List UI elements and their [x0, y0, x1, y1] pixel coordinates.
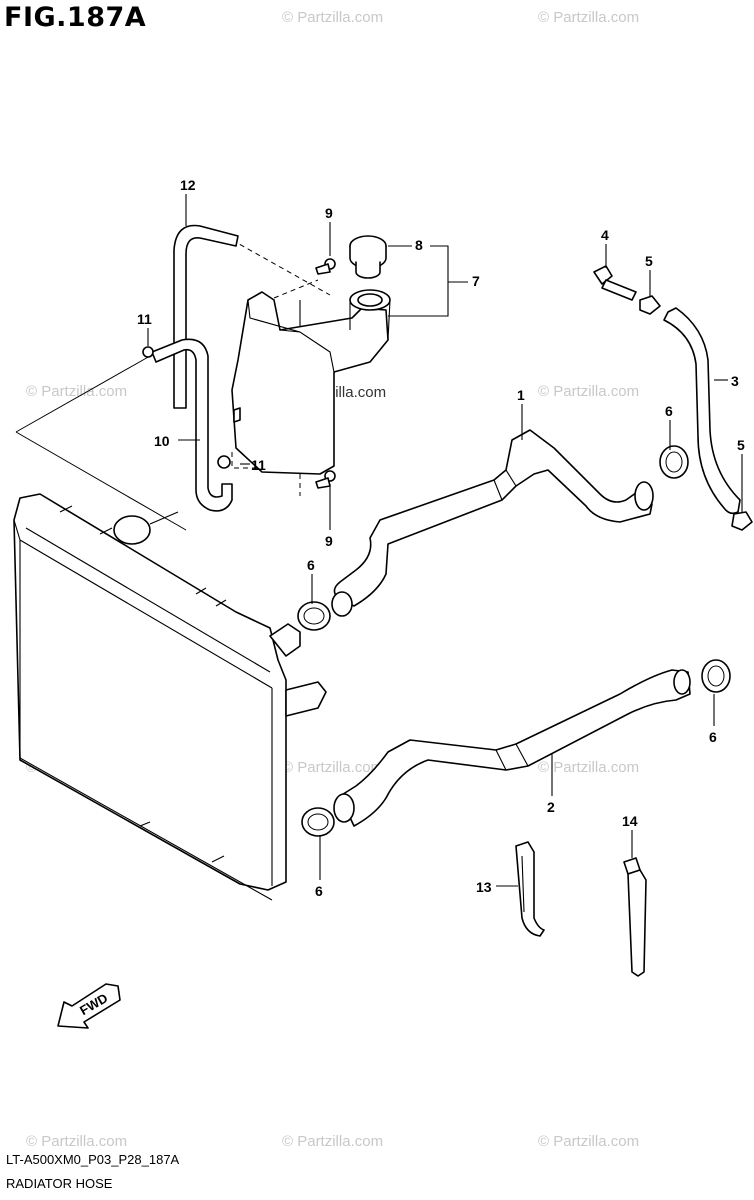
radiator [13, 493, 327, 901]
callout-7: 7 [472, 273, 480, 289]
watermark: © Partzilla.com [282, 9, 383, 26]
callout-5: 5 [645, 253, 653, 269]
callout-5: 5 [737, 437, 745, 453]
watermark: © Partzilla.com [26, 1133, 127, 1150]
callout-9: 9 [325, 533, 333, 549]
callout-6: 6 [665, 403, 673, 419]
callout-10: 10 [154, 433, 170, 449]
cable-tie-14 [623, 857, 647, 977]
callout-2: 2 [547, 799, 555, 815]
clamps-small [142, 258, 336, 489]
watermark: © Partzilla.com [282, 1133, 383, 1150]
hose-10 [151, 338, 233, 512]
fwd-arrow: FWD [57, 983, 121, 1029]
reservoir-cap [349, 235, 387, 279]
callout-12: 12 [180, 177, 196, 193]
watermark: © Partzilla.com [26, 383, 127, 400]
clamps-6 [297, 445, 731, 837]
callout-1: 1 [517, 387, 525, 403]
callout-4: 4 [601, 227, 609, 243]
bolt-4 [593, 265, 637, 301]
figure-title: FIG.187A [4, 2, 147, 33]
callout-6: 6 [315, 883, 323, 899]
hose-1 [331, 429, 654, 617]
clamps-5 [639, 295, 753, 531]
callout-11: 11 [251, 457, 266, 473]
reservoir-tank [231, 289, 391, 475]
hose-3 [663, 307, 741, 515]
bracket-13 [515, 841, 545, 937]
watermark: © Partzilla.com [538, 383, 639, 400]
diagram-caption: RADIATOR HOSE [6, 1176, 113, 1191]
callout-6: 6 [307, 557, 315, 573]
watermark: © Partzilla.com [282, 759, 383, 776]
callout-9: 9 [325, 205, 333, 221]
callout-11: 11 [137, 311, 152, 327]
callout-14: 14 [622, 813, 638, 829]
callout-6: 6 [709, 729, 717, 745]
callout-leaders [147, 194, 743, 887]
hose-12 [173, 224, 239, 409]
hose-2 [333, 669, 691, 827]
diagram-code: LT-A500XM0_P03_P28_187A [6, 1152, 180, 1167]
watermark: © Partzilla.com [538, 1133, 639, 1150]
watermark: © Partzilla.com [538, 9, 639, 26]
watermark: © Partzilla.com [538, 759, 639, 776]
callout-3: 3 [731, 373, 739, 389]
callout-13: 13 [476, 879, 492, 895]
callouts: 12 9 8 7 4 5 3 5 6 1 6 6 2 6 11 10 11 9 … [137, 177, 745, 899]
callout-8: 8 [415, 237, 423, 253]
